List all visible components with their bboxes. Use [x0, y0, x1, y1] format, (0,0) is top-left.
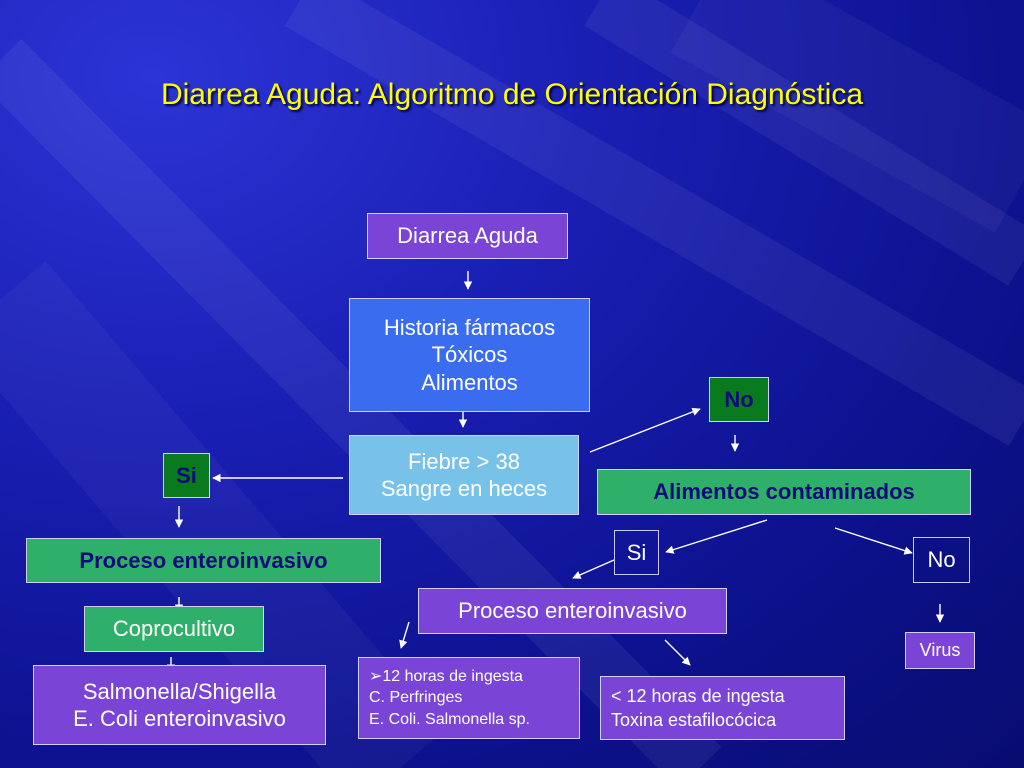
node-proceso-enteroinvasivo-right: Proceso enteroinvasivo	[418, 588, 727, 634]
node-fiebre: Fiebre > 38 Sangre en heces	[349, 435, 579, 515]
node-no-top: No	[709, 377, 769, 422]
node-line: Salmonella/Shigella	[82, 678, 277, 704]
node-line: Historia fármacos	[383, 314, 556, 340]
node-line: E. Coli enteroinvasivo	[73, 706, 286, 731]
node-line-text: 12 horas de ingesta	[382, 667, 523, 685]
node-line: ➢12 horas de ingesta	[369, 666, 523, 688]
node-line: Alimentos	[421, 369, 518, 395]
node-line: Fiebre > 38	[408, 448, 520, 474]
node-diarrea-aguda: Diarrea Aguda	[367, 213, 568, 259]
node-label: Alimentos contaminados	[653, 479, 915, 505]
node-line: Toxina estafilocócica	[611, 710, 777, 730]
node-salmonella: Salmonella/Shigella E. Coli enteroinvasi…	[33, 665, 326, 745]
node-label: Coprocultivo	[112, 616, 236, 642]
node-alimentos-contaminados: Alimentos contaminados	[597, 469, 971, 515]
node-label: No	[724, 386, 754, 412]
node-label: Proceso enteroinvasivo	[458, 598, 687, 624]
node-label: Si	[176, 462, 197, 488]
node-line: < 12 horas de ingesta	[611, 685, 785, 706]
node-si-right: Si	[614, 530, 659, 575]
node-line: E. Coli. Salmonella sp.	[369, 710, 530, 728]
node-menos-12-horas: < 12 horas de ingesta Toxina estafilocóc…	[600, 676, 845, 740]
node-historia: Historia fármacos Tóxicos Alimentos	[349, 298, 590, 412]
node-line: C. Perfringes	[369, 689, 463, 707]
node-mas-12-horas: ➢12 horas de ingesta C. Perfringes E. Co…	[358, 657, 580, 739]
node-no-right: No	[913, 537, 970, 583]
node-coprocultivo: Coprocultivo	[84, 606, 264, 652]
node-label: Virus	[919, 640, 961, 661]
node-line: Sangre en heces	[380, 476, 548, 501]
node-line: Tóxicos	[431, 342, 508, 368]
node-si-left: Si	[163, 453, 210, 498]
node-label: Proceso enteroinvasivo	[79, 547, 328, 573]
page-title: Diarrea Aguda: Algoritmo de Orientación …	[160, 78, 864, 111]
arrow-bullet-icon: ➢	[369, 667, 383, 685]
node-label: Si	[626, 539, 647, 565]
node-label: No	[927, 547, 956, 573]
node-virus: Virus	[905, 632, 975, 669]
node-label: Diarrea Aguda	[397, 223, 538, 249]
node-proceso-enteroinvasivo-left: Proceso enteroinvasivo	[26, 538, 381, 583]
